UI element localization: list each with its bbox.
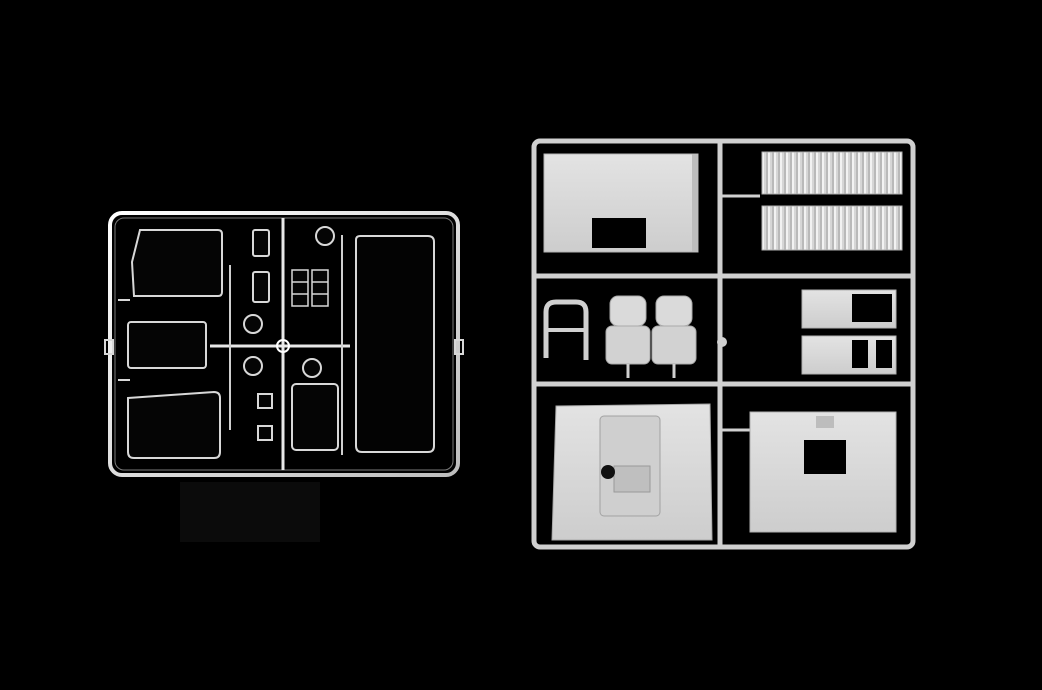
clear-sprue-frame bbox=[108, 211, 460, 477]
grey-grille-part bbox=[761, 151, 903, 195]
grey-grille-part bbox=[761, 205, 903, 251]
clear-sprue bbox=[104, 211, 464, 477]
grey-sprue bbox=[531, 138, 916, 550]
clear-windscreen-part bbox=[355, 235, 435, 453]
clear-lens-part bbox=[252, 229, 270, 257]
grey-seat-part bbox=[605, 295, 651, 378]
grey-rollbar-part bbox=[543, 299, 589, 360]
grey-sprue-frame bbox=[531, 138, 916, 550]
clear-headlight-part bbox=[291, 269, 329, 307]
clear-window-part bbox=[127, 390, 221, 459]
clear-window-part bbox=[130, 229, 223, 297]
grey-seat-part bbox=[651, 295, 697, 378]
clear-window-part bbox=[127, 321, 207, 369]
clear-lens-part bbox=[252, 271, 270, 303]
clear-window-part bbox=[291, 383, 339, 451]
